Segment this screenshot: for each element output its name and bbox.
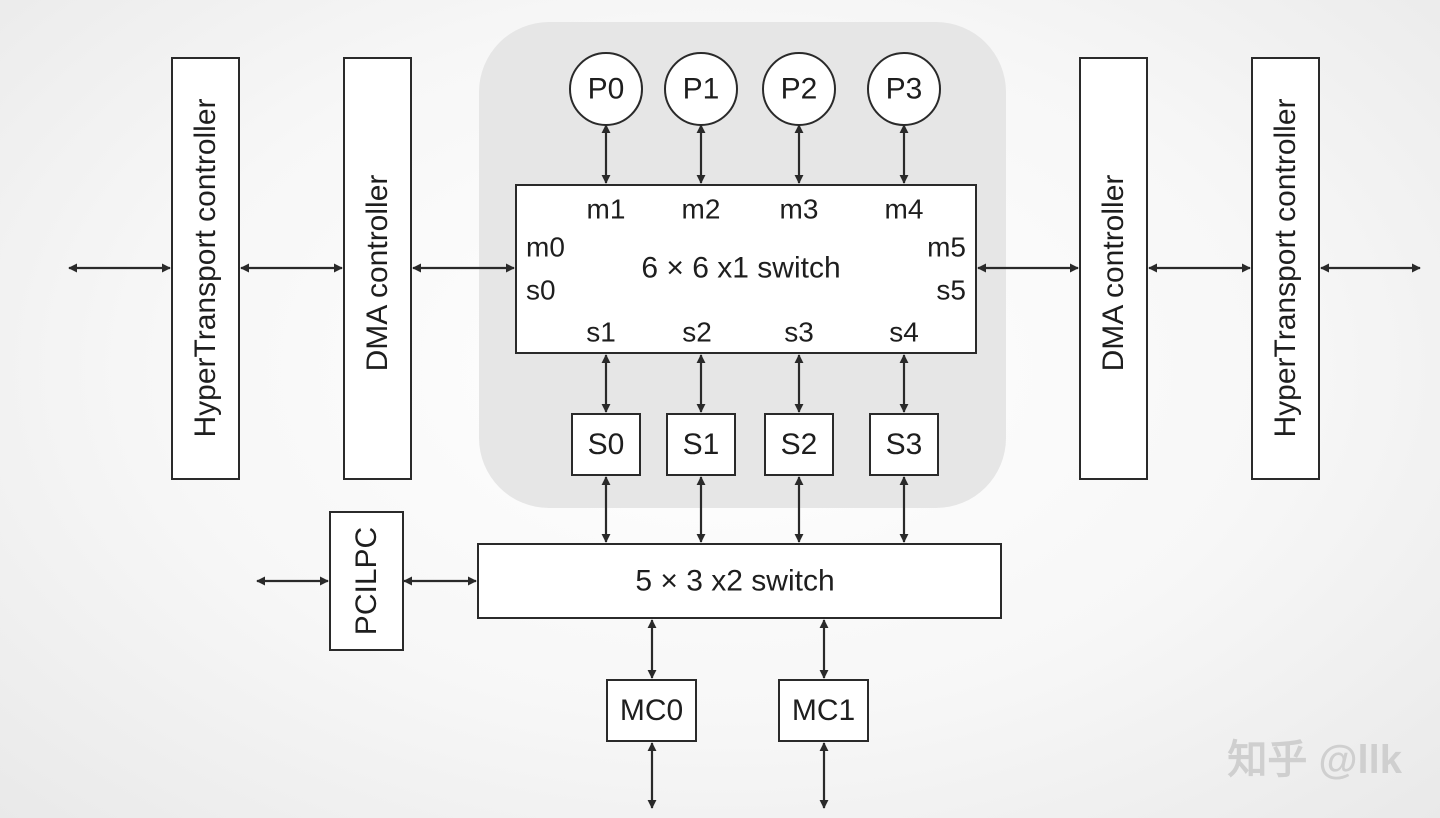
memory-controller-mc1-label: MC1 xyxy=(792,694,855,727)
pcilpc-block: PCILPC xyxy=(329,511,404,651)
slave-s1: S1 xyxy=(666,413,736,476)
port-s4: s4 xyxy=(889,317,919,348)
slave-s3-label: S3 xyxy=(886,428,923,461)
slave-s0-label: S0 xyxy=(588,428,625,461)
port-m3: m3 xyxy=(780,194,819,225)
connectors xyxy=(68,124,1421,809)
slave-s0: S0 xyxy=(571,413,641,476)
port-s5: s5 xyxy=(936,275,966,306)
port-m0: m0 xyxy=(526,232,565,263)
main-switch: 6 × 6 x1 switch m0 m1 m2 m3 m4 m5 s0 s1 … xyxy=(515,184,977,354)
processor-p1: P1 xyxy=(664,52,738,126)
lower-switch: 5 × 3 x2 switch xyxy=(477,543,1002,619)
slave-s2-label: S2 xyxy=(781,428,818,461)
processor-p3: P3 xyxy=(867,52,941,126)
dma-controller-right: DMA controller xyxy=(1079,57,1148,480)
memory-controller-mc0-label: MC0 xyxy=(620,694,683,727)
memory-controller-mc0: MC0 xyxy=(606,679,697,742)
slave-s2: S2 xyxy=(764,413,834,476)
hypertransport-controller-right-label: HyperTransport controller xyxy=(1269,98,1302,437)
port-m1: m1 xyxy=(587,194,626,225)
processor-p1-label: P1 xyxy=(683,73,720,106)
processor-p3-label: P3 xyxy=(886,73,923,106)
hypertransport-controller-left: HyperTransport controller xyxy=(171,57,240,480)
slave-s1-label: S1 xyxy=(683,428,720,461)
port-s2: s2 xyxy=(682,317,712,348)
dma-controller-right-label: DMA controller xyxy=(1097,175,1130,372)
port-s0: s0 xyxy=(526,275,556,306)
port-m4: m4 xyxy=(885,194,924,225)
hypertransport-controller-left-label: HyperTransport controller xyxy=(189,98,222,437)
processor-p0: P0 xyxy=(569,52,643,126)
memory-controller-mc1: MC1 xyxy=(778,679,869,742)
pcilpc-label: PCILPC xyxy=(350,527,383,635)
processor-p0-label: P0 xyxy=(588,73,625,106)
dma-controller-left-label: DMA controller xyxy=(361,175,394,372)
port-m5: m5 xyxy=(927,232,966,263)
processor-p2-label: P2 xyxy=(781,73,818,106)
hypertransport-controller-right: HyperTransport controller xyxy=(1251,57,1320,480)
watermark: 知乎 @llk xyxy=(1227,738,1402,782)
port-m2: m2 xyxy=(682,194,721,225)
dma-controller-left: DMA controller xyxy=(343,57,412,480)
processor-p2: P2 xyxy=(762,52,836,126)
main-switch-label: 6 × 6 x1 switch xyxy=(641,252,840,285)
slave-s3: S3 xyxy=(869,413,939,476)
lower-switch-label: 5 × 3 x2 switch xyxy=(635,565,834,598)
port-s3: s3 xyxy=(784,317,814,348)
port-s1: s1 xyxy=(586,317,616,348)
